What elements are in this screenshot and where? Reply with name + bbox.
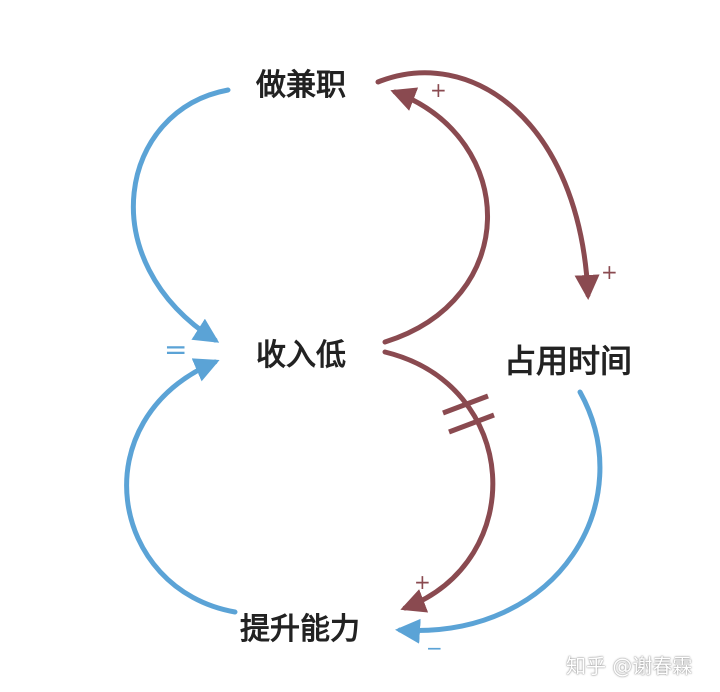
link-time-to-ability [395,389,603,644]
delay-mark-1 [442,393,489,416]
link-ability-to-low-income [124,358,238,615]
link-low-income-to-side-job [382,87,490,345]
polarity-minus-bottom: − [426,636,443,660]
node-side-job: 做兼职 [256,68,346,103]
node-low-income: 收入低 [256,338,346,373]
delay-mark-2 [448,412,495,435]
watermark: 知乎 @谢春霖 [566,654,693,678]
link-side-job-to-low-income [131,87,231,343]
polarity-plus-1: + [430,78,447,102]
link-side-job-to-time [375,70,600,300]
polarity-double-minus: = [164,333,188,366]
link-low-income-to-ability [382,349,496,613]
node-time-taken: 占用时间 [504,342,633,380]
polarity-plus-2: + [601,260,618,284]
node-improve-ability: 提升能力 [240,612,360,647]
polarity-plus-3: + [414,570,431,594]
